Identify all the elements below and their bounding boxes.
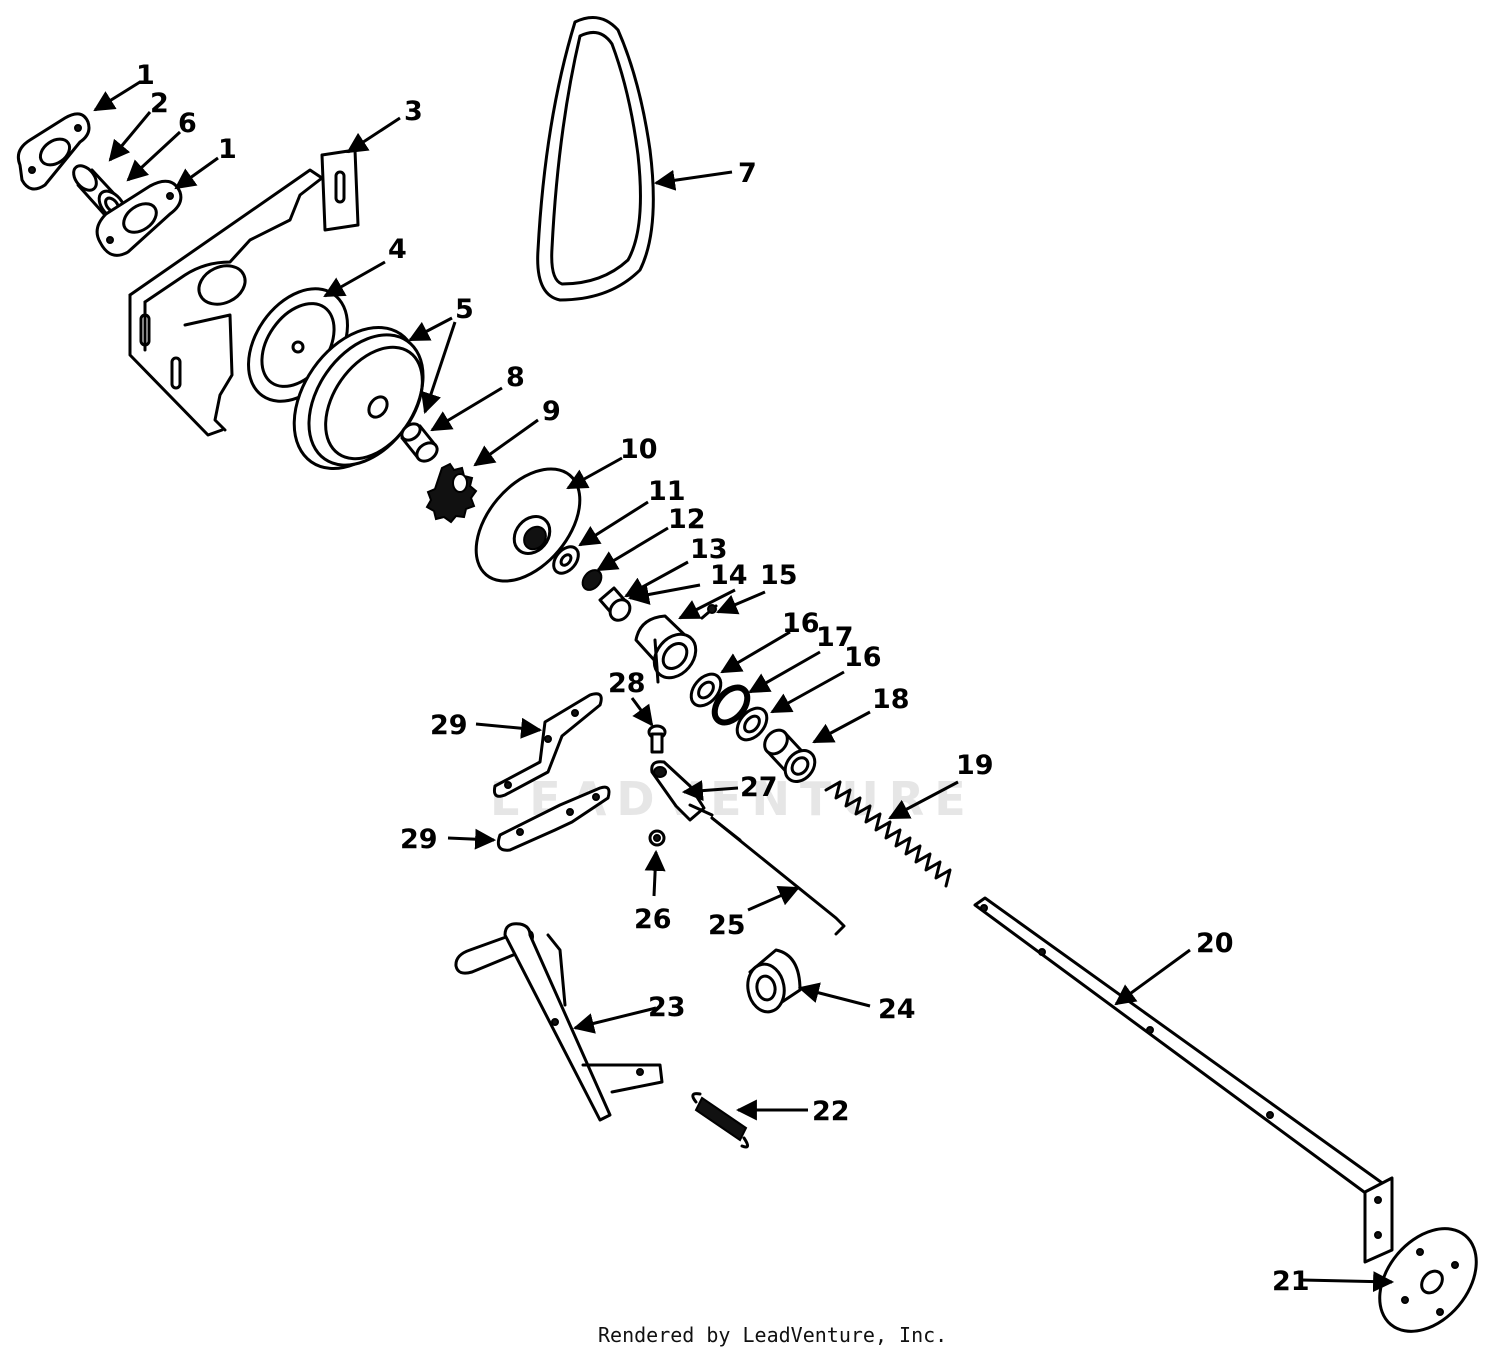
callout-1-right: 1 <box>218 134 237 165</box>
callout-8: 8 <box>506 362 525 393</box>
callout-2: 2 <box>150 88 169 119</box>
part-rod-20 <box>973 896 1394 1264</box>
callout-16-b: 16 <box>844 642 882 673</box>
part-pin-28 <box>647 724 667 754</box>
part-roller-24 <box>746 948 802 1014</box>
callout-17: 17 <box>816 622 854 653</box>
part-washer-11 <box>552 545 580 575</box>
callout-5: 5 <box>455 294 474 325</box>
callout-29-top: 29 <box>430 710 468 741</box>
callout-18: 18 <box>872 684 910 715</box>
part-bracket-3 <box>128 148 360 437</box>
callout-11: 11 <box>648 476 686 507</box>
leader-arrows <box>93 80 1395 1293</box>
callout-3: 3 <box>404 96 423 127</box>
part-washer-16a <box>689 672 723 708</box>
callout-19: 19 <box>956 750 994 781</box>
callout-6: 6 <box>178 108 197 139</box>
callout-12: 12 <box>668 504 706 535</box>
part-disc-10 <box>474 467 582 583</box>
callout-24: 24 <box>878 994 916 1025</box>
part-nut-26 <box>648 829 666 847</box>
callout-20: 20 <box>1196 928 1234 959</box>
part-belt-7 <box>536 16 655 302</box>
callout-28: 28 <box>608 668 646 699</box>
part-link-29a <box>493 692 603 798</box>
callout-7: 7 <box>738 158 757 189</box>
part-flange-21 <box>1378 1227 1478 1333</box>
callout-15: 15 <box>760 560 798 591</box>
part-spacer-8 <box>400 422 439 463</box>
callout-9: 9 <box>542 396 561 427</box>
part-bushing-2-6 <box>72 164 127 221</box>
part-clevis-27 <box>650 760 714 822</box>
credit-text: Rendered by LeadVenture, Inc. <box>598 1323 947 1347</box>
callout-16-a: 16 <box>782 608 820 639</box>
callout-26: 26 <box>634 904 672 935</box>
callout-27: 27 <box>740 772 778 803</box>
callout-13: 13 <box>690 534 728 565</box>
part-spring-19 <box>824 780 952 888</box>
part-bushing-18 <box>763 728 817 783</box>
part-spring-22 <box>691 1092 749 1149</box>
callout-10: 10 <box>620 434 658 465</box>
callout-numbers: 1 2 6 1 3 7 4 5 8 9 10 11 12 13 14 15 16… <box>136 60 1310 1297</box>
part-gasket-1-right <box>95 179 183 257</box>
part-oring-17 <box>711 684 751 726</box>
part-collar-14 <box>634 614 698 684</box>
part-pedal-23 <box>454 922 664 1122</box>
part-spring-12 <box>581 569 603 591</box>
callout-21: 21 <box>1272 1266 1310 1297</box>
callout-22: 22 <box>812 1096 850 1127</box>
callout-23: 23 <box>648 992 686 1023</box>
callout-4: 4 <box>388 234 407 265</box>
callout-25: 25 <box>708 910 746 941</box>
part-washer-16b <box>735 706 769 742</box>
callout-14: 14 <box>710 560 748 591</box>
part-gear-9 <box>425 462 478 524</box>
callout-29-bottom: 29 <box>400 824 438 855</box>
part-bushing-13 <box>598 586 632 622</box>
part-setscrew-15 <box>700 604 718 620</box>
callout-1-top: 1 <box>136 60 155 91</box>
part-link-rod-25 <box>710 816 846 936</box>
part-pulley-5 <box>292 325 425 471</box>
part-link-29b <box>496 785 611 852</box>
part-gasket-1-left <box>16 112 91 191</box>
